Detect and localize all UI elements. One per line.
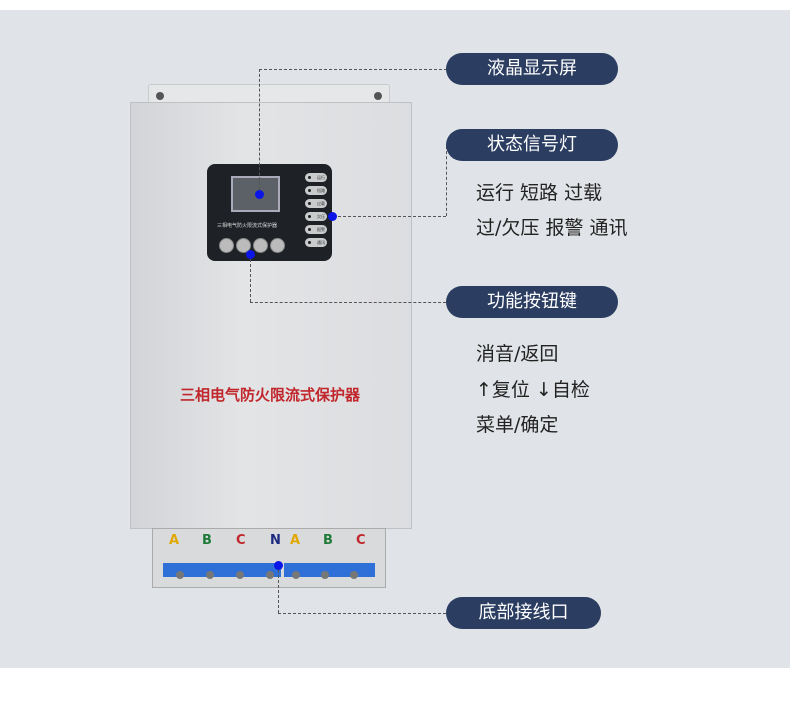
control-panel: 运行 短路 过载 欠压 报警 通讯 三相电气防火限流式保护器 <box>207 164 332 261</box>
phase-label: B <box>323 533 333 548</box>
leader-line <box>446 146 447 216</box>
phase-label: C <box>356 533 366 548</box>
screw <box>206 571 214 579</box>
screw <box>292 571 300 579</box>
marker-dot <box>255 190 264 199</box>
marker-dot <box>246 250 255 259</box>
phase-label: A <box>169 533 180 548</box>
led-indicator: 通讯 <box>305 238 327 247</box>
buttons-desc: 菜单/确定 <box>476 414 559 436</box>
status-lights-desc: 运行 短路 过载 <box>476 182 603 204</box>
mount-hole <box>374 92 382 100</box>
panel-title: 三相电气防火限流式保护器 <box>217 223 278 229</box>
marker-dot <box>274 561 283 570</box>
breaker-handle <box>163 563 281 577</box>
mount-hole <box>156 92 164 100</box>
leader-line <box>250 302 446 303</box>
leader-line <box>259 69 260 195</box>
led-indicator: 报警 <box>305 225 327 234</box>
callout-bottom-terminals: 底部接线口 <box>446 597 601 629</box>
screw <box>266 571 274 579</box>
led-indicator: 短路 <box>305 186 327 195</box>
leader-line <box>259 69 447 70</box>
callout-lcd: 液晶显示屏 <box>446 53 618 85</box>
led-indicator: 过载 <box>305 199 327 208</box>
led-indicator: 运行 <box>305 173 327 182</box>
leader-line <box>333 216 446 217</box>
screw <box>236 571 244 579</box>
phase-label: N <box>270 533 281 548</box>
function-button <box>270 238 285 253</box>
function-button <box>253 238 268 253</box>
marker-dot <box>328 212 337 221</box>
buttons-desc: 消音/返回 <box>476 343 559 365</box>
function-button <box>219 238 234 253</box>
screw <box>176 571 184 579</box>
callout-status-lights: 状态信号灯 <box>446 129 618 161</box>
screw <box>321 571 329 579</box>
phase-label: A <box>290 533 301 548</box>
terminal-breakers <box>152 528 386 588</box>
phase-label: B <box>202 533 212 548</box>
screw <box>350 571 358 579</box>
leader-line <box>278 613 446 614</box>
callout-function-buttons: 功能按钮键 <box>446 286 618 318</box>
led-indicator: 欠压 <box>305 212 327 221</box>
buttons-desc: ↑复位 ↓自检 <box>476 379 590 401</box>
status-lights-desc: 过/欠压 报警 通讯 <box>476 217 628 239</box>
function-button <box>236 238 251 253</box>
product-title: 三相电气防火限流式保护器 <box>179 386 360 404</box>
phase-label: C <box>236 533 246 548</box>
leader-line <box>250 254 251 302</box>
leader-line <box>278 565 279 613</box>
